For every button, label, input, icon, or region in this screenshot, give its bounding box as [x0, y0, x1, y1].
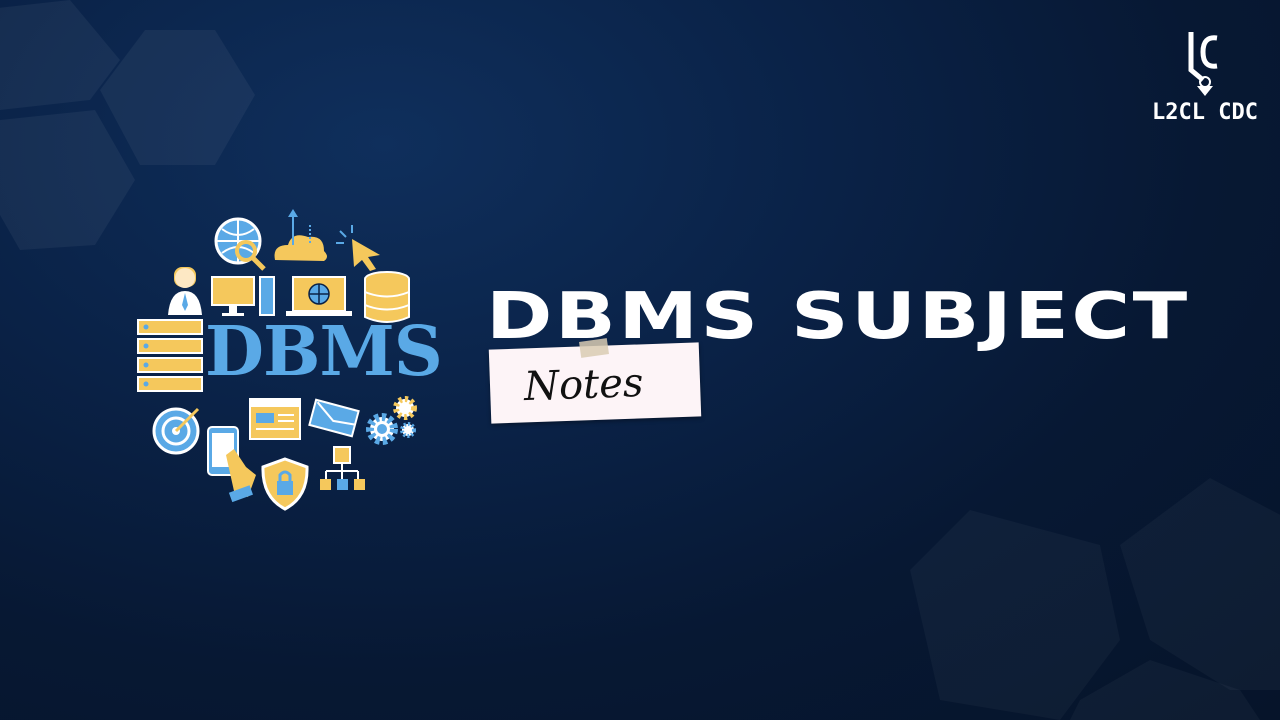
cursor-click-icon	[336, 225, 380, 271]
illustration-dbms-text: DBMS	[205, 312, 443, 392]
security-shield-icon	[261, 457, 309, 511]
logo-text: L2CL CDC	[1152, 100, 1258, 125]
network-hierarchy-icon	[320, 446, 365, 490]
notes-label: Notes	[523, 359, 645, 411]
brand-logo: L2CL CDC	[1150, 28, 1260, 138]
server-rack-icon	[137, 319, 203, 392]
gears-icon	[366, 396, 417, 445]
database-cylinder-icon	[364, 271, 410, 323]
globe-search-icon	[214, 217, 266, 271]
laptop-globe-icon	[286, 276, 352, 316]
logo-mark-icon	[1188, 32, 1218, 96]
browser-window-icon	[249, 398, 301, 440]
businessman-icon	[168, 267, 202, 315]
dbms-illustration	[137, 209, 417, 511]
envelope-icon	[308, 398, 360, 438]
mobile-touch-icon	[207, 426, 256, 503]
cloud-upload-icon	[274, 209, 327, 261]
target-icon	[152, 407, 200, 455]
desktop-monitor-icon	[211, 276, 275, 316]
